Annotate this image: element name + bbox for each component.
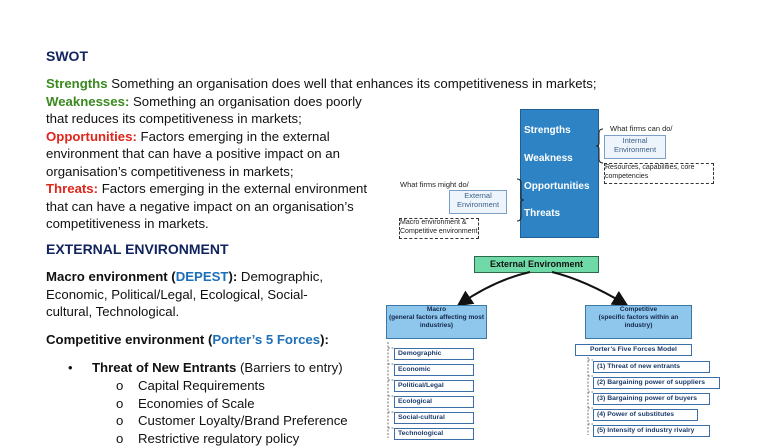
what-firms-can-do: What firms can do/ (610, 124, 673, 133)
macro-item: Economic (394, 364, 474, 376)
bullet-suffix: (Barriers to entry) (236, 360, 343, 375)
sub-bullet-icon: o (116, 378, 124, 393)
bullet-icon: • (68, 360, 73, 375)
bullet-title: Threat of New Entrants (92, 360, 237, 375)
macro-text-1: Demographic, (237, 269, 324, 284)
swot-label: Opportunities (524, 181, 590, 192)
external-env-box: External Environment (449, 190, 507, 214)
macro-competitive-box: Macro environment & Competitive environm… (399, 218, 479, 239)
swot-label: Strengths (524, 125, 571, 136)
sub-item: Customer Loyalty/Brand Preference (138, 413, 348, 428)
macro-line-1: Macro environment (DEPEST): Demographic, (46, 268, 323, 285)
weaknesses-line-1: Weaknesses: Something an organisation do… (46, 93, 362, 110)
swot-brackets (516, 128, 604, 222)
macro-label: Macro environment ( (46, 269, 176, 284)
threats-line-3: competitiveness in markets. (46, 216, 209, 231)
sub-bullet-icon: o (116, 413, 124, 428)
what-firms-might-do: What firms might do/ (400, 180, 469, 189)
opportunities-line-3: organisation’s competitiveness in market… (46, 163, 294, 179)
strengths-line: Strengths Something an organisation does… (46, 75, 596, 92)
strengths-label: Strengths (46, 76, 108, 91)
porter-item: (1) Threat of new entrants (593, 361, 710, 373)
weaknesses-label: Weaknesses: (46, 93, 130, 109)
left-bracket (516, 178, 525, 222)
connector-lines (387, 271, 629, 438)
macro-item: Political/Legal (394, 380, 474, 392)
right-bracket (595, 128, 604, 164)
macro-item: Ecological (394, 396, 474, 408)
porter-item: (2) Bargaining power of suppliers (593, 377, 720, 389)
competitive-box-sub: (specific factors within an industry) (598, 314, 679, 329)
sub-bullet-icon: o (116, 395, 124, 411)
threats-label: Threats: (46, 181, 99, 196)
internal-env-box: Internal Environment (604, 135, 666, 159)
macro-line-3: cultural, Technological. (46, 304, 180, 319)
opportunities-line-1: Opportunities: Factors emerging in the e… (46, 128, 330, 145)
competitive-box-title: Competitive (619, 306, 658, 313)
porter-item: (4) Power of substitutes (593, 409, 698, 421)
external-heading: EXTERNAL ENVIRONMENT (46, 241, 229, 257)
threats-line-2: that can have a negative impact on an or… (46, 198, 354, 214)
macro-line-2: Economic, Political/Legal, Ecological, S… (46, 286, 308, 302)
macro-item: Technological (394, 428, 474, 440)
resources-box: Resources, capabilities, core competenci… (604, 163, 714, 184)
competitive-line: Competitive environment (Porter’s 5 Forc… (46, 331, 329, 348)
macro-item: Social-cultural (394, 412, 474, 424)
threats-text-1: Factors emerging in the external environ… (98, 181, 368, 196)
macro-box-title: Macro (426, 306, 447, 313)
sub-item: Capital Requirements (138, 378, 265, 393)
porter-item: (5) Intensity of industry rivalry (593, 425, 710, 437)
competitive-close: ): (320, 332, 329, 347)
threats-line-1: Threats: Factors emerging in the externa… (46, 180, 367, 197)
porter-model-title: Porter’s Five Forces Model (575, 344, 692, 356)
opportunities-label: Opportunities: (46, 128, 137, 144)
macro-close: ): (228, 269, 238, 284)
swot-box (520, 109, 599, 238)
swot-heading: SWOT (46, 48, 88, 64)
sub-item: Economies of Scale (138, 395, 255, 411)
strengths-text: Something an organisation does well that… (107, 76, 597, 91)
sub-bullet-icon: o (116, 430, 124, 446)
weaknesses-text-1: Something an organisation does poorly (129, 93, 362, 109)
bullet-line: Threat of New Entrants (Barriers to entr… (92, 359, 343, 376)
competitive-acronym: Porter’s 5 Forces (212, 332, 321, 347)
opportunities-text-1: Factors emerging in the external (136, 128, 330, 144)
opportunities-line-2: environment that can have a positive imp… (46, 146, 340, 161)
swot-label: Threats (524, 208, 561, 219)
macro-item: Demographic (394, 348, 474, 360)
external-environment-box: External Environment (474, 256, 599, 273)
sub-item: Restrictive regulatory policy (138, 430, 300, 446)
competitive-box: Competitive (specific factors within an … (585, 305, 692, 339)
macro-box: Macro (general factors affecting most in… (386, 305, 487, 339)
weaknesses-line-2: that reduces its competitiveness in mark… (46, 111, 302, 126)
competitive-label: Competitive environment ( (46, 332, 213, 347)
swot-label: Weakness (524, 153, 573, 164)
macro-acronym: DEPEST (175, 269, 229, 284)
macro-box-sub: (general factors affecting most industri… (389, 314, 484, 329)
porter-item: (3) Bargaining power of buyers (593, 393, 710, 405)
